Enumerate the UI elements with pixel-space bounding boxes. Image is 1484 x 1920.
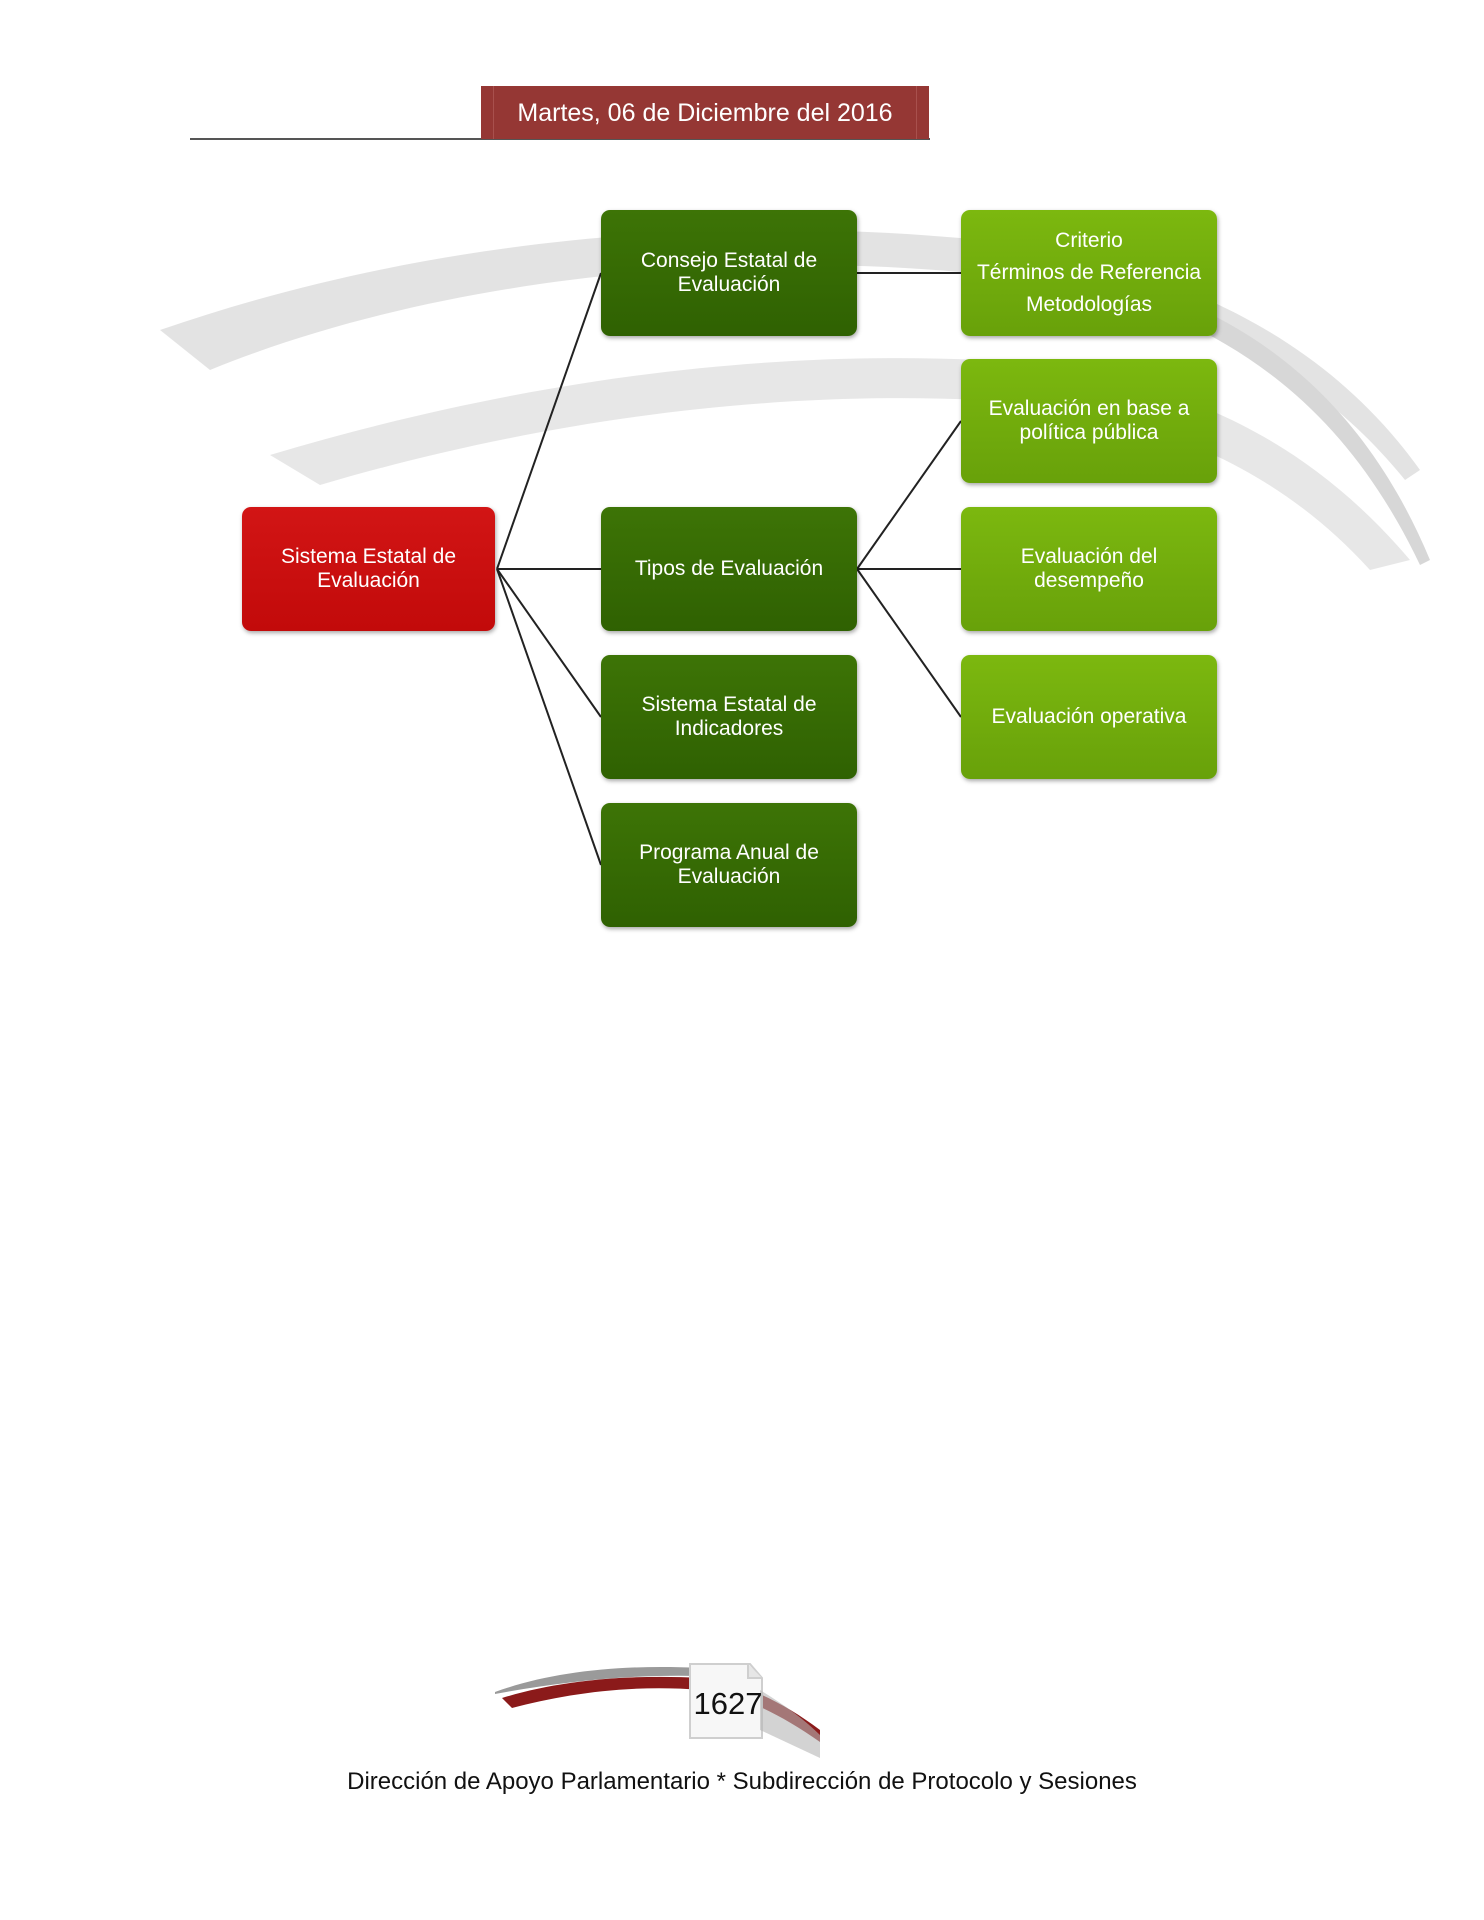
node-text-line: Evaluación en base a bbox=[988, 397, 1190, 420]
footer-text: Dirección de Apoyo Parlamentario * Subdi… bbox=[347, 1768, 1137, 1795]
node-text-line: desempeño bbox=[1034, 569, 1144, 592]
node-text-line: Tipos de Evaluación bbox=[634, 557, 824, 580]
node-text-line: Evaluación bbox=[677, 273, 781, 296]
node-text-line: política pública bbox=[1019, 421, 1159, 444]
node-sistema-estatal-de-indicadores: Sistema Estatal de Indicadores bbox=[601, 655, 857, 779]
node-text-line: Evaluación bbox=[317, 569, 420, 592]
node-evaluacion-politica-publica: Evaluación en base a política pública bbox=[961, 359, 1217, 483]
node-evaluacion-operativa: Evaluación operativa bbox=[961, 655, 1217, 779]
connector-d2-l2 bbox=[856, 420, 962, 570]
node-text-line: Programa Anual de bbox=[639, 841, 819, 864]
connector-root-d3 bbox=[496, 568, 602, 718]
node-tipos-de-evaluacion: Tipos de Evaluación bbox=[601, 507, 857, 631]
node-evaluacion-del-desempeno: Evaluación del desempeño bbox=[961, 507, 1217, 631]
header-rule bbox=[190, 138, 930, 140]
connector-d2-l4 bbox=[856, 568, 962, 718]
node-text-line: Sistema Estatal de bbox=[280, 545, 457, 568]
node-text-line: Sistema Estatal de bbox=[641, 693, 817, 716]
node-text-line: Términos de Referencia bbox=[976, 261, 1202, 284]
node-text-line: Evaluación bbox=[677, 865, 781, 888]
node-criterio-terminos-metodologias: Criterio Términos de Referencia Metodolo… bbox=[961, 210, 1217, 336]
header-date: Martes, 06 de Diciembre del 2016 bbox=[481, 86, 929, 139]
connector-root-d1 bbox=[496, 272, 602, 570]
node-programa-anual-de-evaluacion: Programa Anual de Evaluación bbox=[601, 803, 857, 927]
node-text-line: Metodologías bbox=[1025, 293, 1153, 316]
node-text-line: Consejo Estatal de bbox=[640, 249, 818, 272]
node-consejo-estatal-de-evaluacion: Consejo Estatal de Evaluación bbox=[601, 210, 857, 336]
page-number: 1627 bbox=[693, 1686, 763, 1721]
connector-root-d4 bbox=[496, 568, 602, 866]
node-text-line: Evaluación operativa bbox=[991, 705, 1187, 728]
node-text-line: Evaluación del bbox=[1020, 545, 1158, 568]
node-text-line: Indicadores bbox=[674, 717, 784, 740]
footer-logo-icon bbox=[495, 1663, 820, 1758]
node-text-line: Criterio bbox=[1055, 229, 1123, 252]
node-sistema-estatal-de-evaluacion: Sistema Estatal de Evaluación bbox=[242, 507, 495, 631]
